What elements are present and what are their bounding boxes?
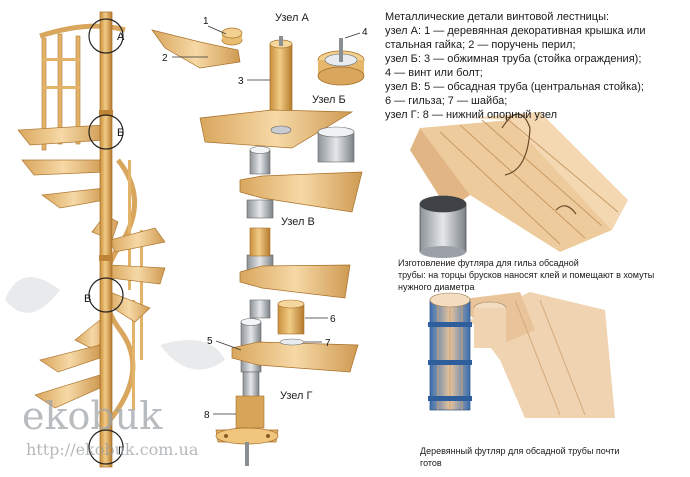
legend-line: стальная гайка; 2 — поручень перил;: [385, 39, 576, 51]
legend-line: узел Г: 8 — нижний опорный узел: [385, 109, 558, 121]
node-v-parts: 6 7 5: [207, 146, 363, 373]
node-g-circle: [88, 429, 124, 465]
photo1-caption-line2: трубы: на торцы брусков наносят клей и п…: [398, 270, 655, 280]
node-b-parts: 3 4: [199, 27, 368, 163]
watermark-url: http://ekobuk.com.ua: [26, 440, 199, 459]
node-v-label: Узел В: [281, 216, 315, 228]
photo-casing: [428, 292, 615, 418]
callout-1: 1: [203, 16, 209, 27]
legend-title: Металлические детали винтовой лестницы:: [385, 11, 610, 23]
node-a-label: Узел А: [275, 12, 309, 24]
node-a-circle: [88, 18, 124, 54]
legend-line: узел А: 1 — деревянная декоративная крыш…: [385, 25, 646, 37]
node-a-parts: 1 2: [151, 16, 243, 69]
legend-line: узел В: 5 — обсадная труба (центральная …: [385, 81, 644, 93]
node-b-circle: [88, 114, 124, 150]
callout-4: 4: [362, 27, 368, 38]
legend-line: узел Б: 3 — обжимная труба (стойка ограж…: [385, 53, 642, 65]
node-b-label: Узел Б: [312, 94, 346, 106]
node-g-label: Узел Г: [280, 390, 313, 402]
callout-6: 6: [330, 314, 336, 325]
photo1-caption-line3: нужного диаметра: [398, 282, 475, 292]
callout-7: 7: [325, 338, 331, 349]
watermark-logo: ekobuk: [22, 394, 163, 438]
photo1-caption-line1: Изготовление футляра для гильз обсадной: [398, 258, 579, 268]
photo2-caption-line2: готов: [420, 458, 442, 468]
callout-2: 2: [162, 53, 168, 64]
circle-letter-g: Г: [118, 445, 124, 457]
callout-3: 3: [238, 76, 244, 87]
circle-letter-v: В: [84, 293, 91, 305]
assembled-staircase: А Б В Г: [17, 11, 166, 468]
callout-8: 8: [204, 410, 210, 421]
photo-planks: [410, 112, 628, 258]
node-g-parts: 8: [204, 371, 279, 466]
photo2-caption-line1: Деревянный футляр для обсадной трубы поч…: [420, 446, 620, 456]
circle-letter-a: А: [117, 31, 125, 43]
legend-line: 6 — гильза; 7 — шайба;: [385, 95, 508, 107]
circle-letter-b: Б: [117, 127, 124, 139]
legend-line: 4 — винт или болт;: [385, 67, 483, 79]
node-v-circle: [88, 277, 124, 313]
watermark-leaves: [5, 277, 225, 370]
callout-5: 5: [207, 336, 213, 347]
